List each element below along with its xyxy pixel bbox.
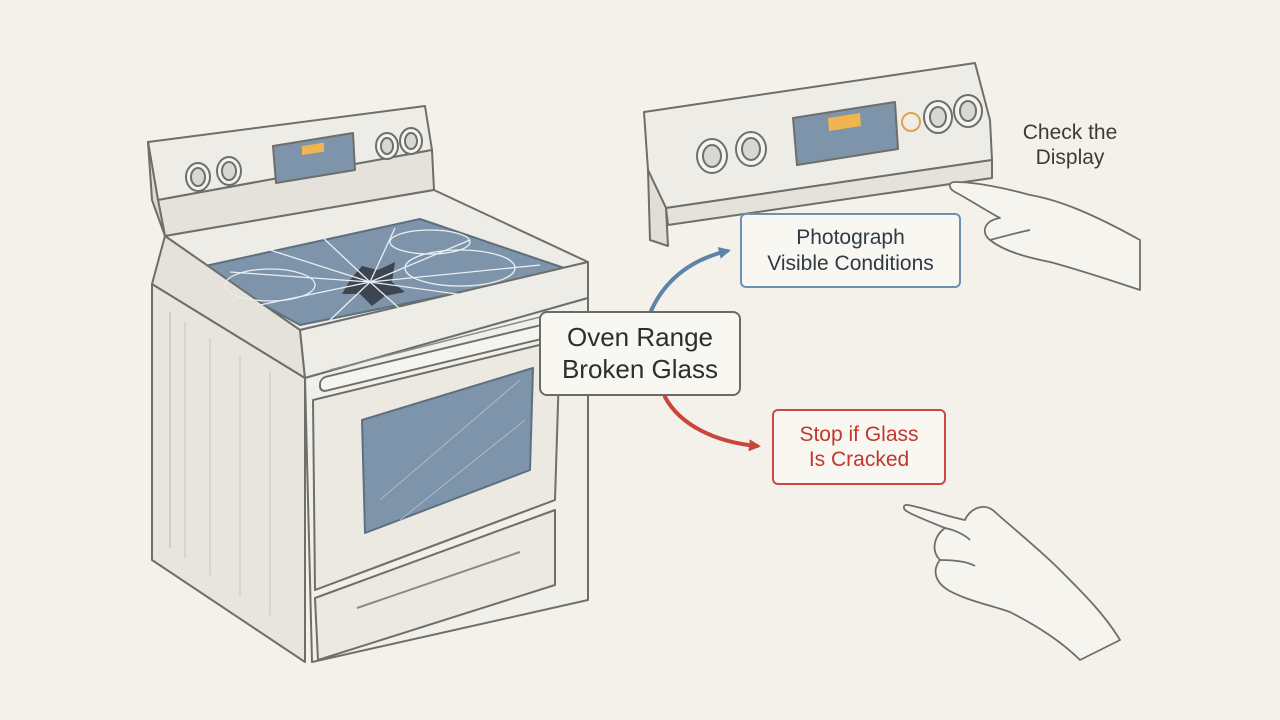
photo-label-line1: Photograph	[796, 226, 905, 250]
stop-label-line1: Stop if Glass	[799, 422, 919, 446]
stop-if-glass-cracked-label: Stop if Glass Is Cracked	[772, 409, 946, 485]
arrow-to-stop	[663, 395, 761, 452]
check-label-line2: Display	[1035, 146, 1105, 169]
photograph-visible-conditions-label: Photograph Visible Conditions	[740, 213, 961, 288]
stop-label-line2: Is Cracked	[808, 448, 910, 471]
arrow-to-photograph	[649, 247, 731, 313]
oven-range-broken-glass-label: Oven Range Broken Glass	[539, 311, 741, 396]
pointing-hand-icon	[902, 503, 1121, 661]
pointing-hand-icon	[948, 181, 1141, 291]
check-the-display-label: Check the Display	[1004, 114, 1136, 176]
photo-label-line2: Visible Conditions	[767, 251, 934, 275]
oven-range-icon	[147, 105, 589, 663]
cracked-cooktop-icon	[224, 227, 541, 321]
check-label-line1: Check the	[1022, 120, 1118, 144]
center-label-line2: Broken Glass	[561, 353, 719, 384]
control-panel-icon	[643, 62, 993, 247]
center-label-line1: Oven Range	[567, 322, 713, 353]
